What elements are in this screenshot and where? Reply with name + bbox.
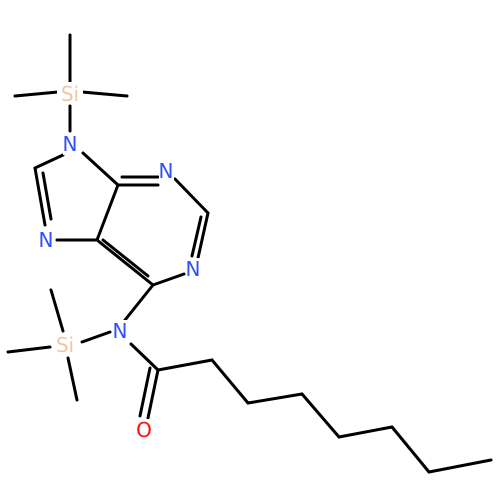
bond-c8-n7 [33, 166, 47, 227]
atom-n3: N [159, 159, 174, 183]
bond-c8-n7-double [41, 171, 53, 221]
atom-label-si-left: Si [56, 333, 74, 357]
atom-label-n-amide: N [113, 319, 128, 343]
bond-c2-n1 [196, 211, 210, 260]
bond-c6-c5 [95, 238, 155, 287]
atom-label-n1: N [186, 257, 201, 281]
atom-label-n9: N [63, 132, 78, 156]
bond-n9-c8 [33, 153, 65, 170]
bond-c4-n9 [81, 151, 120, 187]
bond-c5-c4 [95, 183, 120, 242]
atom-n1: N [186, 257, 201, 281]
bond-si-left-methyl-down [66, 356, 79, 402]
bond-c6-n-amide [123, 283, 155, 322]
bond-chain-4 [300, 392, 341, 439]
atom-o: O [136, 418, 152, 442]
bond-si-top-methyl-right [80, 90, 129, 98]
bond-si-left-methyl-left [6, 345, 52, 354]
bond-n-amide-si-left [80, 330, 112, 344]
atom-label-n3: N [159, 159, 174, 183]
atom-label-n7: N [39, 228, 54, 252]
atom-si-left: Si [52, 333, 78, 357]
bond-chain-6 [390, 425, 431, 474]
atom-label-o: O [136, 418, 152, 442]
atom-n-amide: N [113, 319, 128, 343]
bond-chain-3 [246, 392, 304, 405]
bond-chain-5 [337, 425, 394, 439]
bond-chain-2 [210, 358, 250, 405]
bond-n-amide-carbonyl [129, 342, 160, 372]
bond-n3-c2 [173, 177, 210, 215]
bond-n1-c6 [151, 272, 186, 287]
atom-n7: N [39, 228, 54, 252]
bond-c2-n1-double [190, 215, 203, 258]
bond-chain-1 [156, 358, 214, 372]
bond-chain-7 [427, 458, 493, 474]
bond-c6-c5-double [101, 238, 150, 278]
atom-label-si-top: Si [61, 82, 79, 106]
bond-carbonyl-o-double [138, 366, 152, 418]
atom-si-top: Si [57, 82, 83, 106]
atom-n9: N [63, 132, 78, 156]
bond-si-top-methyl-left [13, 90, 60, 98]
bond-si-left-methyl-up [49, 288, 65, 333]
bond-carbonyl-o [146, 368, 160, 420]
